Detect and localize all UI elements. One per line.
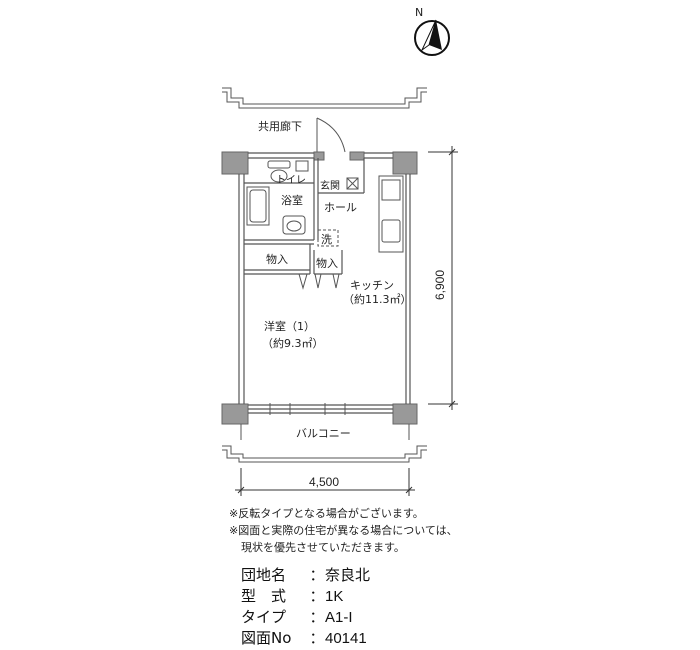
bathtub-icon bbox=[246, 186, 270, 226]
corridor-label: 共用廊下 bbox=[258, 119, 302, 133]
info-label: 型 式 bbox=[241, 587, 287, 605]
height-dimension-line bbox=[428, 146, 458, 410]
washer-space-icon bbox=[317, 229, 339, 247]
shoe-box-icon bbox=[346, 177, 359, 190]
storage-doors bbox=[298, 273, 340, 290]
width-dimension-label: 4,500 bbox=[309, 475, 339, 489]
balcony-label: バルコニー bbox=[296, 427, 351, 440]
info-value: A1-I bbox=[325, 609, 353, 626]
compass-icon: N bbox=[414, 6, 450, 56]
info-row-model: タイプ ： A1-I bbox=[241, 607, 541, 628]
compass-north-label: N bbox=[415, 6, 423, 19]
width-dimension-line bbox=[235, 468, 415, 496]
entrance-door bbox=[316, 117, 346, 153]
washbasin-icon bbox=[282, 215, 306, 235]
info-value: 40141 bbox=[325, 630, 367, 647]
info-row-type: 型 式 ： 1K bbox=[241, 586, 541, 607]
outer-walls bbox=[221, 151, 418, 425]
info-separator: ： bbox=[309, 629, 325, 647]
info-separator: ： bbox=[309, 587, 325, 605]
storage-right-label: 物入 bbox=[316, 256, 338, 270]
window-sashes bbox=[269, 403, 346, 415]
washer-label: 洗 bbox=[321, 233, 332, 246]
info-row-danchi: 団地名 ： 奈良北 bbox=[241, 565, 541, 586]
western-room-area-label: （約9.3㎡） bbox=[262, 336, 324, 350]
info-value: 1K bbox=[325, 588, 344, 605]
balcony-outline bbox=[222, 424, 427, 463]
walls bbox=[238, 152, 411, 414]
storage-left-label: 物入 bbox=[266, 252, 288, 266]
info-label: タイプ bbox=[241, 608, 287, 626]
kitchen-counter-icon bbox=[378, 175, 404, 253]
entrance-label: 玄関 bbox=[320, 179, 340, 192]
info-separator: ： bbox=[309, 566, 325, 584]
info-value: 奈良北 bbox=[325, 567, 371, 584]
height-dimension-label: 6,900 bbox=[433, 270, 447, 300]
note-line: ※図面と実際の住宅が異なる場合については、 bbox=[229, 524, 458, 537]
info-separator: ： bbox=[309, 608, 325, 626]
top-railing bbox=[222, 87, 427, 109]
bath-label: 浴室 bbox=[281, 193, 303, 207]
notes: ※反転タイプとなる場合がございます。 ※図面と実際の住宅が異なる場合については、… bbox=[229, 505, 689, 556]
info-label: 団地名 bbox=[241, 566, 287, 584]
kitchen-label: キッチン bbox=[350, 279, 394, 292]
toilet-icon bbox=[267, 160, 309, 183]
info-label: 図面No bbox=[241, 629, 292, 647]
info-row-drawing: 図面No ： 40141 bbox=[241, 628, 541, 649]
kitchen-area-label: （約11.3㎡） bbox=[343, 292, 412, 306]
toilet-label: トイレ bbox=[276, 175, 306, 186]
western-room-label: 洋室（1） bbox=[264, 319, 315, 333]
hall-label: ホール bbox=[324, 201, 357, 214]
property-info: 団地名 ： 奈良北 型 式 ： 1K タイプ ： A1-I 図面No ： 401… bbox=[241, 565, 541, 649]
note-line: 現状を優先させていただきます。 bbox=[241, 541, 405, 554]
note-line: ※反転タイプとなる場合がございます。 bbox=[229, 507, 424, 520]
